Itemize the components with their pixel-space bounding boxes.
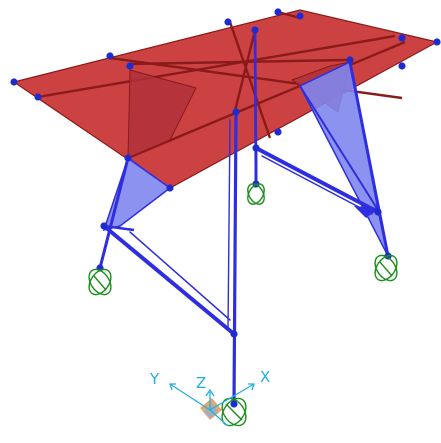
- joint: [398, 62, 406, 70]
- brace-right-inner: [261, 155, 373, 215]
- floor-slab[interactable]: [12, 9, 439, 189]
- joint: [251, 26, 259, 34]
- brace-right: [254, 146, 380, 214]
- joint: [296, 12, 304, 20]
- joint: [274, 128, 282, 136]
- slab-shape[interactable]: [12, 9, 439, 189]
- axis-y-label: Y: [149, 370, 160, 388]
- joints[interactable]: [10, 8, 441, 408]
- joint: [346, 56, 354, 64]
- joint: [274, 8, 282, 16]
- joint: [166, 184, 174, 192]
- brace-left: [102, 224, 236, 336]
- joint: [106, 52, 114, 60]
- joint: [433, 38, 441, 46]
- joint: [100, 222, 108, 230]
- joint: [232, 108, 240, 116]
- leg-right: [298, 60, 389, 257]
- joint: [252, 144, 260, 152]
- joint: [230, 330, 238, 338]
- panel-left: [127, 69, 197, 159]
- global-axis-triad-icon: Y Z X: [149, 368, 270, 427]
- column-center-left-edge: [227, 119, 231, 331]
- brace-left-inner: [129, 231, 231, 321]
- column-center: [232, 110, 238, 406]
- joint: [224, 18, 232, 26]
- leg-left: [102, 156, 172, 232]
- joint: [10, 78, 18, 86]
- pinned-support-icon[interactable]: [85, 181, 402, 430]
- axis-x-label: X: [260, 368, 270, 386]
- joint: [230, 400, 238, 408]
- joint: [126, 62, 134, 70]
- axis-z-label: Z: [196, 374, 206, 392]
- frame-members[interactable]: [102, 28, 380, 406]
- joint: [124, 154, 132, 162]
- joint: [398, 34, 406, 42]
- joint: [34, 93, 42, 101]
- joint: [374, 208, 382, 216]
- slab-grid: [37, 10, 406, 160]
